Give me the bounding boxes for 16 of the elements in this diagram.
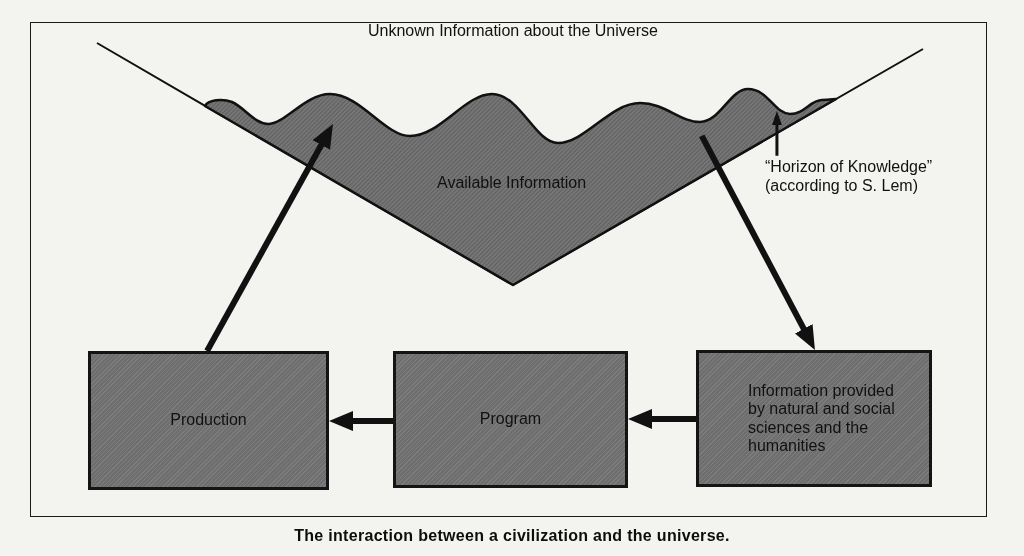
annotation-text: “Horizon of Knowledge” bbox=[765, 157, 933, 176]
arrow bbox=[628, 409, 696, 429]
process-box bbox=[696, 350, 932, 487]
box-label: Information provided by natural and social sciences and the humanities bbox=[748, 381, 896, 456]
box-label: Production bbox=[170, 411, 247, 430]
arrow bbox=[699, 134, 815, 350]
box-label: Program bbox=[479, 410, 542, 429]
region-label: Unknown Information about the Universe bbox=[368, 21, 658, 40]
arrow bbox=[204, 124, 333, 353]
annotation-text: (according to S. Lem) bbox=[765, 176, 918, 195]
arrow bbox=[329, 411, 393, 432]
process-box bbox=[393, 351, 628, 488]
region-label: Available Information bbox=[437, 173, 587, 192]
leader-arrow bbox=[771, 111, 782, 156]
process-box bbox=[88, 351, 329, 490]
figure-caption: The interaction between a civilization and the universe. bbox=[294, 526, 730, 546]
